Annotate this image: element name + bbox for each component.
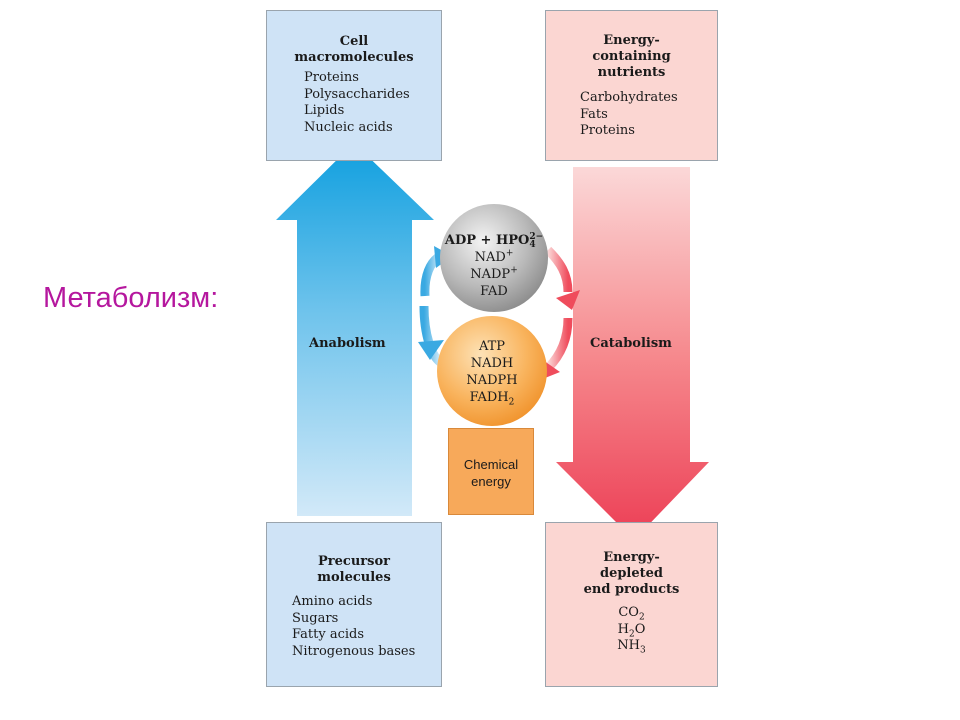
list-item: Polysaccharides xyxy=(304,86,410,102)
circle-line: NAD+ xyxy=(474,248,514,265)
box-items: Proteins Polysaccharides Lipids Nucleic … xyxy=(304,70,441,136)
box-title: Energy- containing nutrients xyxy=(592,33,671,80)
anabolism-label: Anabolism xyxy=(309,336,386,351)
atp-circle-text: ATP NADH NADPH FADH2 xyxy=(440,338,544,408)
list-item: Proteins xyxy=(580,123,635,138)
anabolism-arrow xyxy=(276,143,434,516)
cell-macromolecules-box: Cell macromolecules Proteins Polysacchar… xyxy=(266,10,442,161)
box-items: CO2 H2O NH3 xyxy=(546,605,717,655)
box-title: Energy- depleted end products xyxy=(583,550,680,597)
chemical-energy-box: Chemical energy xyxy=(448,428,534,515)
box-title: Cell macromolecules xyxy=(294,34,414,65)
circle-line: NADP+ xyxy=(470,265,518,282)
end-products-box: Energy- depleted end products CO2 H2O NH… xyxy=(545,522,718,687)
box-items: Carbohydrates Fats Proteins xyxy=(580,90,717,140)
list-item: NH3 xyxy=(617,638,646,656)
box-items: Amino acids Sugars Fatty acids Nitrogeno… xyxy=(292,594,441,660)
circle-line: NADH xyxy=(470,356,514,371)
catabolism-label: Catabolism xyxy=(590,336,672,351)
adp-circle xyxy=(440,204,548,312)
atp-circle xyxy=(437,316,547,426)
box-title: Precursor molecules xyxy=(317,554,391,585)
list-item: CO2 xyxy=(618,605,645,623)
list-item: Nucleic acids xyxy=(304,119,393,135)
precursor-molecules-box: Precursor molecules Amino acids Sugars F… xyxy=(266,522,442,687)
list-item: Fatty acids xyxy=(292,627,364,642)
cycle-arrow-lower-right xyxy=(544,317,573,372)
list-item: Fats xyxy=(580,106,608,122)
energy-nutrients-box: Energy- containing nutrients Carbohydrat… xyxy=(545,10,718,161)
circle-line: FADH2 xyxy=(469,390,515,408)
circle-line: NADPH xyxy=(466,373,518,388)
list-item: Sugars xyxy=(292,610,339,626)
circle-line: FAD xyxy=(480,284,508,299)
list-item: Proteins xyxy=(304,70,359,85)
circle-line: ATP xyxy=(478,339,506,354)
list-item: Lipids xyxy=(304,103,345,118)
catabolism-arrow xyxy=(556,167,709,540)
list-item: Nitrogenous bases xyxy=(292,643,416,659)
cycle-arrow-upper-right xyxy=(544,246,573,293)
list-item: Amino acids xyxy=(292,594,373,609)
list-item: Carbohydrates xyxy=(580,90,678,105)
slide-title: Метаболизм: xyxy=(43,282,219,314)
list-item: H2O xyxy=(617,621,646,640)
